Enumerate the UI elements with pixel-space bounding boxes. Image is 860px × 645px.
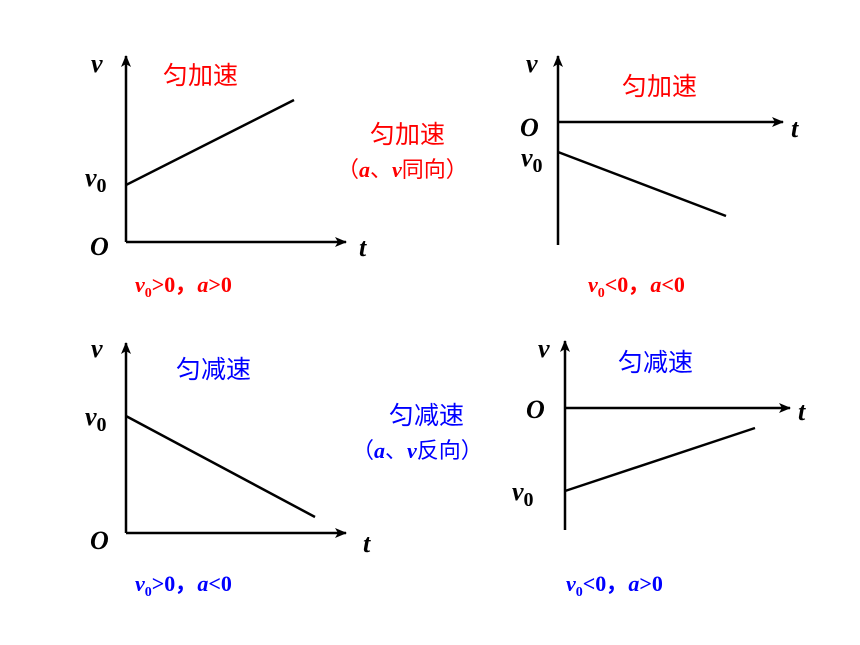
t-axis-label: t — [798, 397, 806, 426]
origin-label: O — [526, 395, 545, 424]
panel-top-left: v t O v0 匀加速 v0>0，a>0 — [85, 49, 367, 301]
note-detail: （a、v同向） — [337, 157, 468, 183]
panel-bottom-right: v t O v0 匀减速 v0<0，a>0 — [512, 334, 806, 600]
note-title: 匀减速 — [389, 401, 464, 430]
condition-caption: v0>0，a>0 — [135, 272, 232, 301]
velocity-line — [564, 426, 756, 493]
v-axis-label: v — [91, 334, 103, 363]
panel-top-right: v t O v0 匀加速 v0<0，a<0 — [520, 49, 799, 301]
v0-label: v0 — [521, 143, 543, 177]
t-axis-label: t — [791, 114, 799, 143]
origin-label: O — [520, 113, 539, 142]
note-detail: （a、v反向） — [352, 438, 483, 464]
v-axis-label: v — [538, 334, 550, 363]
v0-label: v0 — [85, 163, 107, 197]
v-axis-label: v — [526, 49, 538, 78]
note-opposite-direction: 匀减速 （a、v反向） — [352, 401, 483, 464]
note-title: 匀加速 — [370, 120, 445, 149]
panel-title: 匀减速 — [618, 348, 693, 377]
velocity-line — [125, 98, 295, 187]
condition-caption: v0<0，a<0 — [588, 272, 685, 301]
v0-label: v0 — [512, 477, 534, 511]
panel-title: 匀减速 — [176, 355, 251, 384]
origin-label: O — [90, 526, 109, 555]
condition-caption: v0<0，a>0 — [566, 571, 663, 600]
panel-title: 匀加速 — [163, 61, 238, 90]
panel-title: 匀加速 — [622, 72, 697, 101]
v-axis-label: v — [91, 49, 103, 78]
condition-caption: v0>0，a<0 — [135, 571, 232, 600]
velocity-line — [557, 150, 727, 218]
note-same-direction: 匀加速 （a、v同向） — [337, 120, 468, 183]
t-axis-label: t — [363, 529, 371, 558]
v0-label: v0 — [85, 402, 107, 436]
panel-bottom-left: v t O v0 匀减速 v0>0，a<0 — [85, 334, 371, 600]
t-axis-label: t — [359, 233, 367, 262]
origin-label: O — [90, 232, 109, 261]
velocity-line — [125, 414, 316, 519]
